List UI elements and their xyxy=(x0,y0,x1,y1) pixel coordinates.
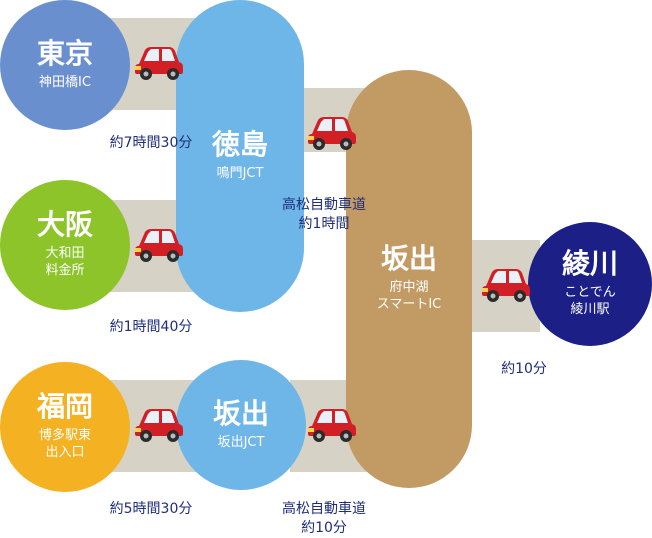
node-sakaide-name: 坂出 xyxy=(380,242,437,276)
label-ayagawa-time: 約10分 xyxy=(501,361,547,377)
label-upper-highway: 高松自動車道 約1時間 xyxy=(282,197,366,232)
node-sakaide: 坂出 府中湖 スマートIC xyxy=(346,70,472,488)
node-tokyo: 東京 神田橋IC xyxy=(0,0,130,130)
label-lower-highway: 高松自動車道 約10分 xyxy=(282,501,366,536)
node-osaka: 大阪 大和田 料金所 xyxy=(0,180,130,310)
node-ayagawa-sub: ことでん 綾川駅 xyxy=(564,284,616,318)
node-fukuoka-sub: 博多駅東 出入口 xyxy=(38,427,91,461)
node-tokyo-sub: 神田橋IC xyxy=(39,74,91,90)
node-sakaide-jct-sub: 坂出JCT xyxy=(217,434,265,450)
label-tokyo-time: 約7時間30分 xyxy=(109,135,193,151)
node-ayagawa: 綾川 ことでん 綾川駅 xyxy=(528,222,652,346)
node-sakaide-jct: 坂出 坂出JCT xyxy=(176,360,306,490)
car-icon xyxy=(135,229,183,262)
node-osaka-name: 大阪 xyxy=(36,208,93,242)
car-icon xyxy=(308,117,356,150)
node-sakaide-sub: 府中湖 スマートIC xyxy=(376,279,442,313)
car-icon xyxy=(482,269,530,302)
node-osaka-sub: 大和田 料金所 xyxy=(45,245,85,279)
car-icon xyxy=(135,409,183,442)
node-fukuoka: 福岡 博多駅東 出入口 xyxy=(0,362,130,492)
node-sakaide-jct-name: 坂出 xyxy=(212,396,269,430)
node-fukuoka-name: 福岡 xyxy=(36,390,93,424)
label-osaka-time: 約1時間40分 xyxy=(109,319,193,335)
node-ayagawa-name: 綾川 xyxy=(561,247,618,281)
node-tokushima-name: 徳島 xyxy=(211,127,268,161)
node-tokyo-name: 東京 xyxy=(36,36,93,70)
node-tokushima: 徳島 鳴門JCT xyxy=(176,0,304,312)
label-fukuoka-time: 約5時間30分 xyxy=(109,501,193,517)
car-icon xyxy=(308,409,356,442)
car-icon xyxy=(135,47,183,80)
node-tokushima-sub: 鳴門JCT xyxy=(216,165,264,181)
